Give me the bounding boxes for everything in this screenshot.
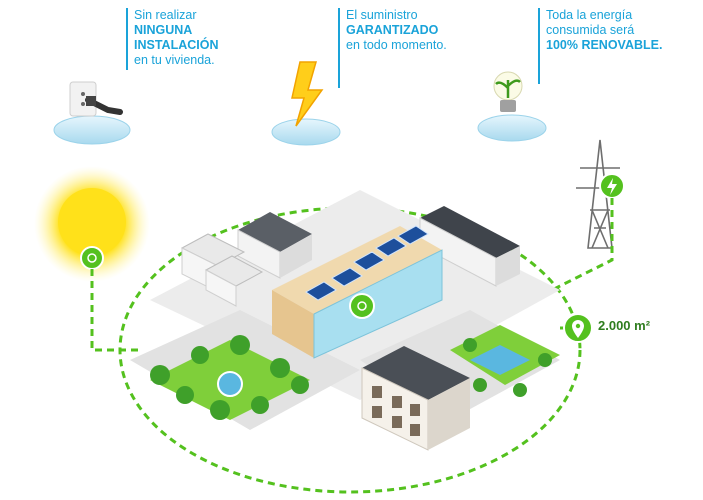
- feature-1-line-2: NINGUNA: [134, 23, 193, 37]
- plug-icon: [53, 81, 131, 145]
- callout-line-2: [338, 8, 340, 88]
- sun-icon: [34, 166, 150, 282]
- solar-building: [272, 225, 443, 359]
- plant-bulb-icon: [477, 71, 547, 142]
- feature-3-line-3: 100% RENOVABLE.: [546, 38, 663, 52]
- feature-3-line-2: consumida será: [546, 23, 635, 37]
- area-label: 2.000 m²: [598, 318, 651, 333]
- callout-line-3: [538, 8, 540, 84]
- location-pin-icon: [563, 313, 593, 343]
- feature-caption-3: Toda la energía consumida será 100% RENO…: [546, 8, 662, 53]
- feature-2-line-1: El suministro: [346, 8, 418, 22]
- houses-left: [180, 212, 312, 307]
- feature-1-line-3: INSTALACIÓN: [134, 38, 219, 52]
- feature-2-line-3: en todo momento.: [346, 38, 447, 52]
- houses-right: [419, 206, 520, 287]
- feature-caption-1: Sin realizar NINGUNA INSTALACIÓN en tu v…: [134, 8, 219, 68]
- power-tower-icon: [576, 139, 625, 249]
- feature-1-line-1: Sin realizar: [134, 8, 197, 22]
- feature-2-line-2: GARANTIZADO: [346, 23, 439, 37]
- apartment-building: [361, 346, 470, 451]
- feature-caption-2: El suministro GARANTIZADO en todo moment…: [346, 8, 447, 53]
- lightning-icon: [271, 61, 341, 146]
- feature-3-line-1: Toda la energía: [546, 8, 633, 22]
- feature-1-line-4: en tu vivienda.: [134, 53, 215, 67]
- callout-line-1: [126, 8, 128, 70]
